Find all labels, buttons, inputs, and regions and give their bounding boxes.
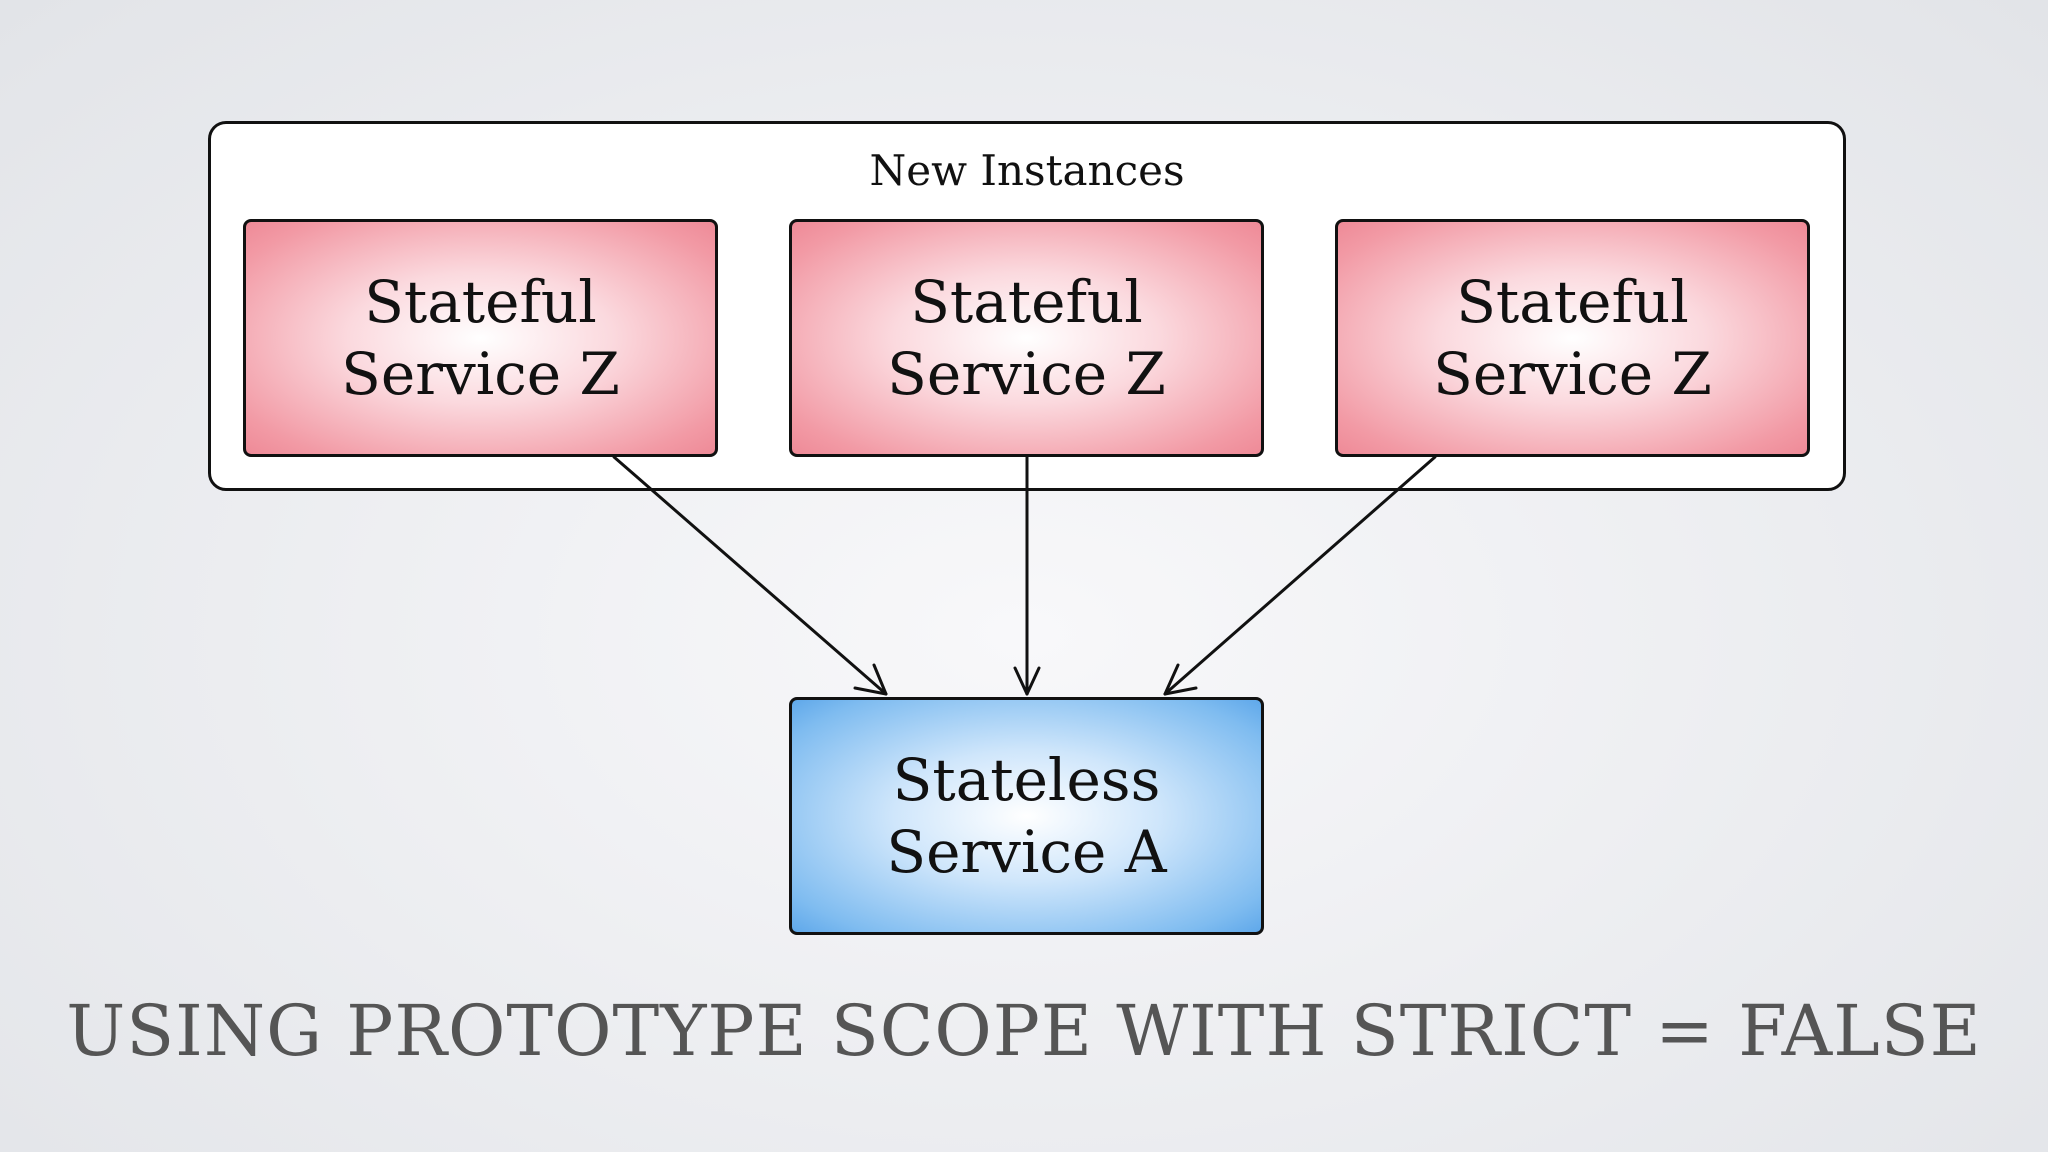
- arrow-1: [612, 455, 888, 696]
- slide-caption: USING PROTOTYPE SCOPE WITH STRICT = FALS…: [66, 990, 1982, 1072]
- stateless-service-node: Stateless Service A: [789, 697, 1264, 935]
- node-label-line1: Stateful: [364, 268, 597, 336]
- stateful-service-node-3: Stateful Service Z: [1335, 219, 1810, 457]
- node-label-line1: Stateful: [1456, 268, 1689, 336]
- arrow-3: [1163, 455, 1437, 696]
- node-label-line2: Service Z: [1433, 340, 1712, 408]
- stateful-service-node-1: Stateful Service Z: [243, 219, 718, 457]
- arrow-2: [1013, 455, 1041, 696]
- node-label-line2: Service Z: [341, 340, 620, 408]
- node-label-line1: Stateless: [892, 746, 1161, 814]
- node-label-line2: Service Z: [887, 340, 1166, 408]
- node-label-line2: Service A: [886, 818, 1167, 886]
- container-label: New Instances: [869, 146, 1185, 195]
- node-label-line1: Stateful: [910, 268, 1143, 336]
- stateful-service-node-2: Stateful Service Z: [789, 219, 1264, 457]
